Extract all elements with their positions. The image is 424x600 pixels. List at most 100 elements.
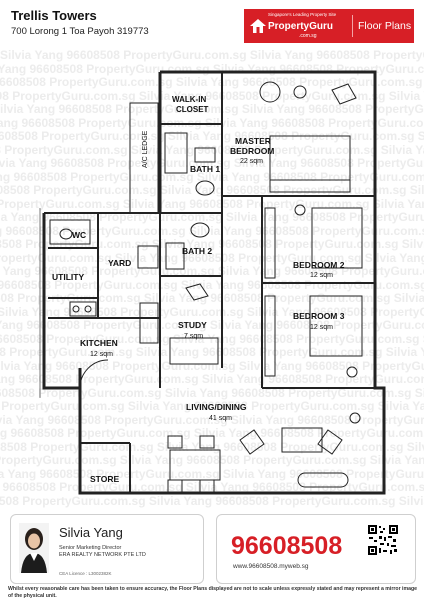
label-bedroom-2-area: 12 sqm <box>310 272 333 279</box>
watermark-line: Silvia Yang 96608508 PropertyGuru.com.sg… <box>0 304 424 319</box>
stove <box>69 301 97 317</box>
bath1-sink <box>194 147 216 163</box>
label-bath-1: BATH 1 <box>190 164 220 174</box>
footer: Silvia Yang Senior Marketing Director ER… <box>0 512 424 600</box>
bath2-shower <box>165 242 185 270</box>
label-bath-2: BATH 2 <box>182 246 212 256</box>
logo-tagline: Singapore's Leading Property Site <box>268 12 337 17</box>
agent-licence: CEA Licence : L3002382K <box>59 571 112 576</box>
bedroom2-lamp <box>294 204 306 216</box>
yard-sink <box>137 245 159 269</box>
watermark-line: Silvia Yang 96608508 PropertyGuru.com.sg… <box>0 115 424 130</box>
watermark-line: Silvia Yang 96608508 PropertyGuru.com.sg… <box>0 183 424 197</box>
agent-card[interactable]: Silvia Yang Senior Marketing Director ER… <box>10 514 204 584</box>
bath1-toilet <box>195 180 215 196</box>
coffee-table <box>281 427 323 453</box>
agent-name: Silvia Yang <box>59 525 123 540</box>
bedroom2-wardrobe <box>264 207 276 279</box>
label-master-bedroom-area: 22 sqm <box>240 158 263 165</box>
study-chair <box>185 283 209 301</box>
label-ac-ledge: A/C LEDGE <box>142 130 149 168</box>
qr-code-icon[interactable] <box>368 525 398 555</box>
floor-plan: WALK-IN CLOSET A/C LEDGE MASTER BEDROOM … <box>0 48 424 510</box>
label-bedroom-3: BEDROOM 3 <box>293 311 345 321</box>
living-armchair-2 <box>317 429 343 455</box>
living-lamp <box>349 412 361 424</box>
master-bed <box>269 135 351 193</box>
avatar <box>19 523 49 573</box>
watermark-line: Silvia Yang 96608508 PropertyGuru.com.sg… <box>0 48 424 62</box>
master-armchair <box>259 81 281 103</box>
label-bedroom-3-area: 12 sqm <box>310 324 333 331</box>
disclaimer: Whilst every reasonable care has been ta… <box>8 586 418 599</box>
bath2-toilet <box>190 222 210 238</box>
watermark-line: Silvia Yang 96608508 PropertyGuru.com.sg… <box>0 399 424 413</box>
watermark-line: Silvia Yang 96608508 PropertyGuru.com.sg… <box>0 412 424 427</box>
watermark-line: Silvia Yang 96608508 PropertyGuru.com.sg… <box>0 493 424 508</box>
label-walk-in-closet-2: CLOSET <box>176 105 209 114</box>
label-utility: UTILITY <box>52 272 84 282</box>
contact-card[interactable]: 96608508 www.96608508.myweb.sg <box>216 514 416 584</box>
house-logo-icon <box>250 19 266 33</box>
watermark-line: Silvia Yang 96608508 PropertyGuru.com.sg… <box>0 142 424 157</box>
agent-website-link[interactable]: www.96608508.myweb.sg <box>233 563 309 570</box>
header: Trellis Towers 700 Lorong 1 Toa Payoh 31… <box>0 0 424 48</box>
label-bedroom-2: BEDROOM 2 <box>293 260 345 270</box>
phone-number[interactable]: 96608508 <box>231 532 343 560</box>
dining-chair-3 <box>167 479 183 493</box>
watermark-line: Silvia Yang 96608508 PropertyGuru.com.sg… <box>0 453 424 467</box>
bedroom3-bed <box>309 295 363 357</box>
label-master-bedroom-1: MASTER <box>235 136 271 146</box>
master-bed-foot <box>269 179 351 193</box>
bedroom2-bed <box>311 207 363 269</box>
watermark-line: Silvia Yang 96608508 PropertyGuru.com.sg… <box>0 88 424 103</box>
watermark-line: Silvia Yang 96608508 PropertyGuru.com.sg… <box>0 291 424 305</box>
agent-agency: ERA REALTY NETWORK PTE LTD <box>59 552 146 558</box>
label-living-dining-area: 41 sqm <box>209 415 232 422</box>
label-yard: YARD <box>108 258 131 268</box>
living-armchair-1 <box>239 429 265 455</box>
label-store: STORE <box>90 474 119 484</box>
label-master-bedroom-2: BEDROOM <box>230 146 274 156</box>
listing-title: Trellis Towers <box>11 8 97 23</box>
stove-burner-2 <box>84 305 92 313</box>
watermark-line: Silvia Yang 96608508 PropertyGuru.com.sg… <box>0 156 424 170</box>
label-kitchen: KITCHEN <box>80 338 118 348</box>
propertyguru-logo[interactable]: Singapore's Leading Property Site Proper… <box>244 9 414 43</box>
bedroom3-wardrobe <box>264 295 276 377</box>
listing-address: 700 Lorong 1 Toa Payoh 319773 <box>11 26 149 37</box>
watermark: Silvia Yang 96608508 PropertyGuru.com.sg… <box>0 48 424 508</box>
logo-brand: PropertyGuru <box>268 21 334 32</box>
dining-chair-2 <box>199 435 215 449</box>
label-wc: WC <box>72 230 86 240</box>
wc-outline <box>49 219 91 245</box>
logo-domain: .com.sg <box>299 33 317 39</box>
bath1-tub <box>164 132 188 174</box>
dining-chair-1 <box>167 435 183 449</box>
watermark-line: Silvia Yang 96608508 PropertyGuru.com.sg… <box>0 223 424 238</box>
wc-toilet <box>59 228 73 240</box>
kitchen-counter <box>139 302 159 344</box>
watermark-line: Silvia Yang 96608508 PropertyGuru.com.sg… <box>0 277 424 292</box>
sofa <box>297 472 349 488</box>
master-chair <box>331 83 357 105</box>
watermark-line: Silvia Yang 96608508 PropertyGuru.com.sg… <box>0 250 424 265</box>
watermark-line: Silvia Yang 96608508 PropertyGuru.com.sg… <box>0 196 424 211</box>
watermark-line: Silvia Yang 96608508 PropertyGuru.com.sg… <box>0 480 424 494</box>
watermark-line: Silvia Yang 96608508 PropertyGuru.com.sg… <box>0 102 424 116</box>
label-living-dining: LIVING/DINING <box>186 402 247 412</box>
floor-plan-drawing: WALK-IN CLOSET A/C LEDGE MASTER BEDROOM … <box>39 70 386 495</box>
watermark-line: Silvia Yang 96608508 PropertyGuru.com.sg… <box>0 358 424 373</box>
watermark-line: Silvia Yang 96608508 PropertyGuru.com.sg… <box>0 372 424 386</box>
label-study: STUDY <box>178 320 207 330</box>
logo-divider <box>352 15 353 37</box>
outer-wall-main <box>78 70 386 495</box>
label-walk-in-closet-1: WALK-IN <box>172 95 206 104</box>
label-study-area: 7 sqm <box>184 333 203 340</box>
watermark-line: Silvia Yang 96608508 PropertyGuru.com.sg… <box>0 318 424 332</box>
watermark-line: Silvia Yang 96608508 PropertyGuru.com.sg… <box>0 237 424 251</box>
watermark-line: Silvia Yang 96608508 PropertyGuru.com.sg… <box>0 466 424 481</box>
kitchen-door-swing <box>79 359 109 389</box>
logo-section: Floor Plans <box>358 20 412 32</box>
study-desk <box>169 337 219 365</box>
